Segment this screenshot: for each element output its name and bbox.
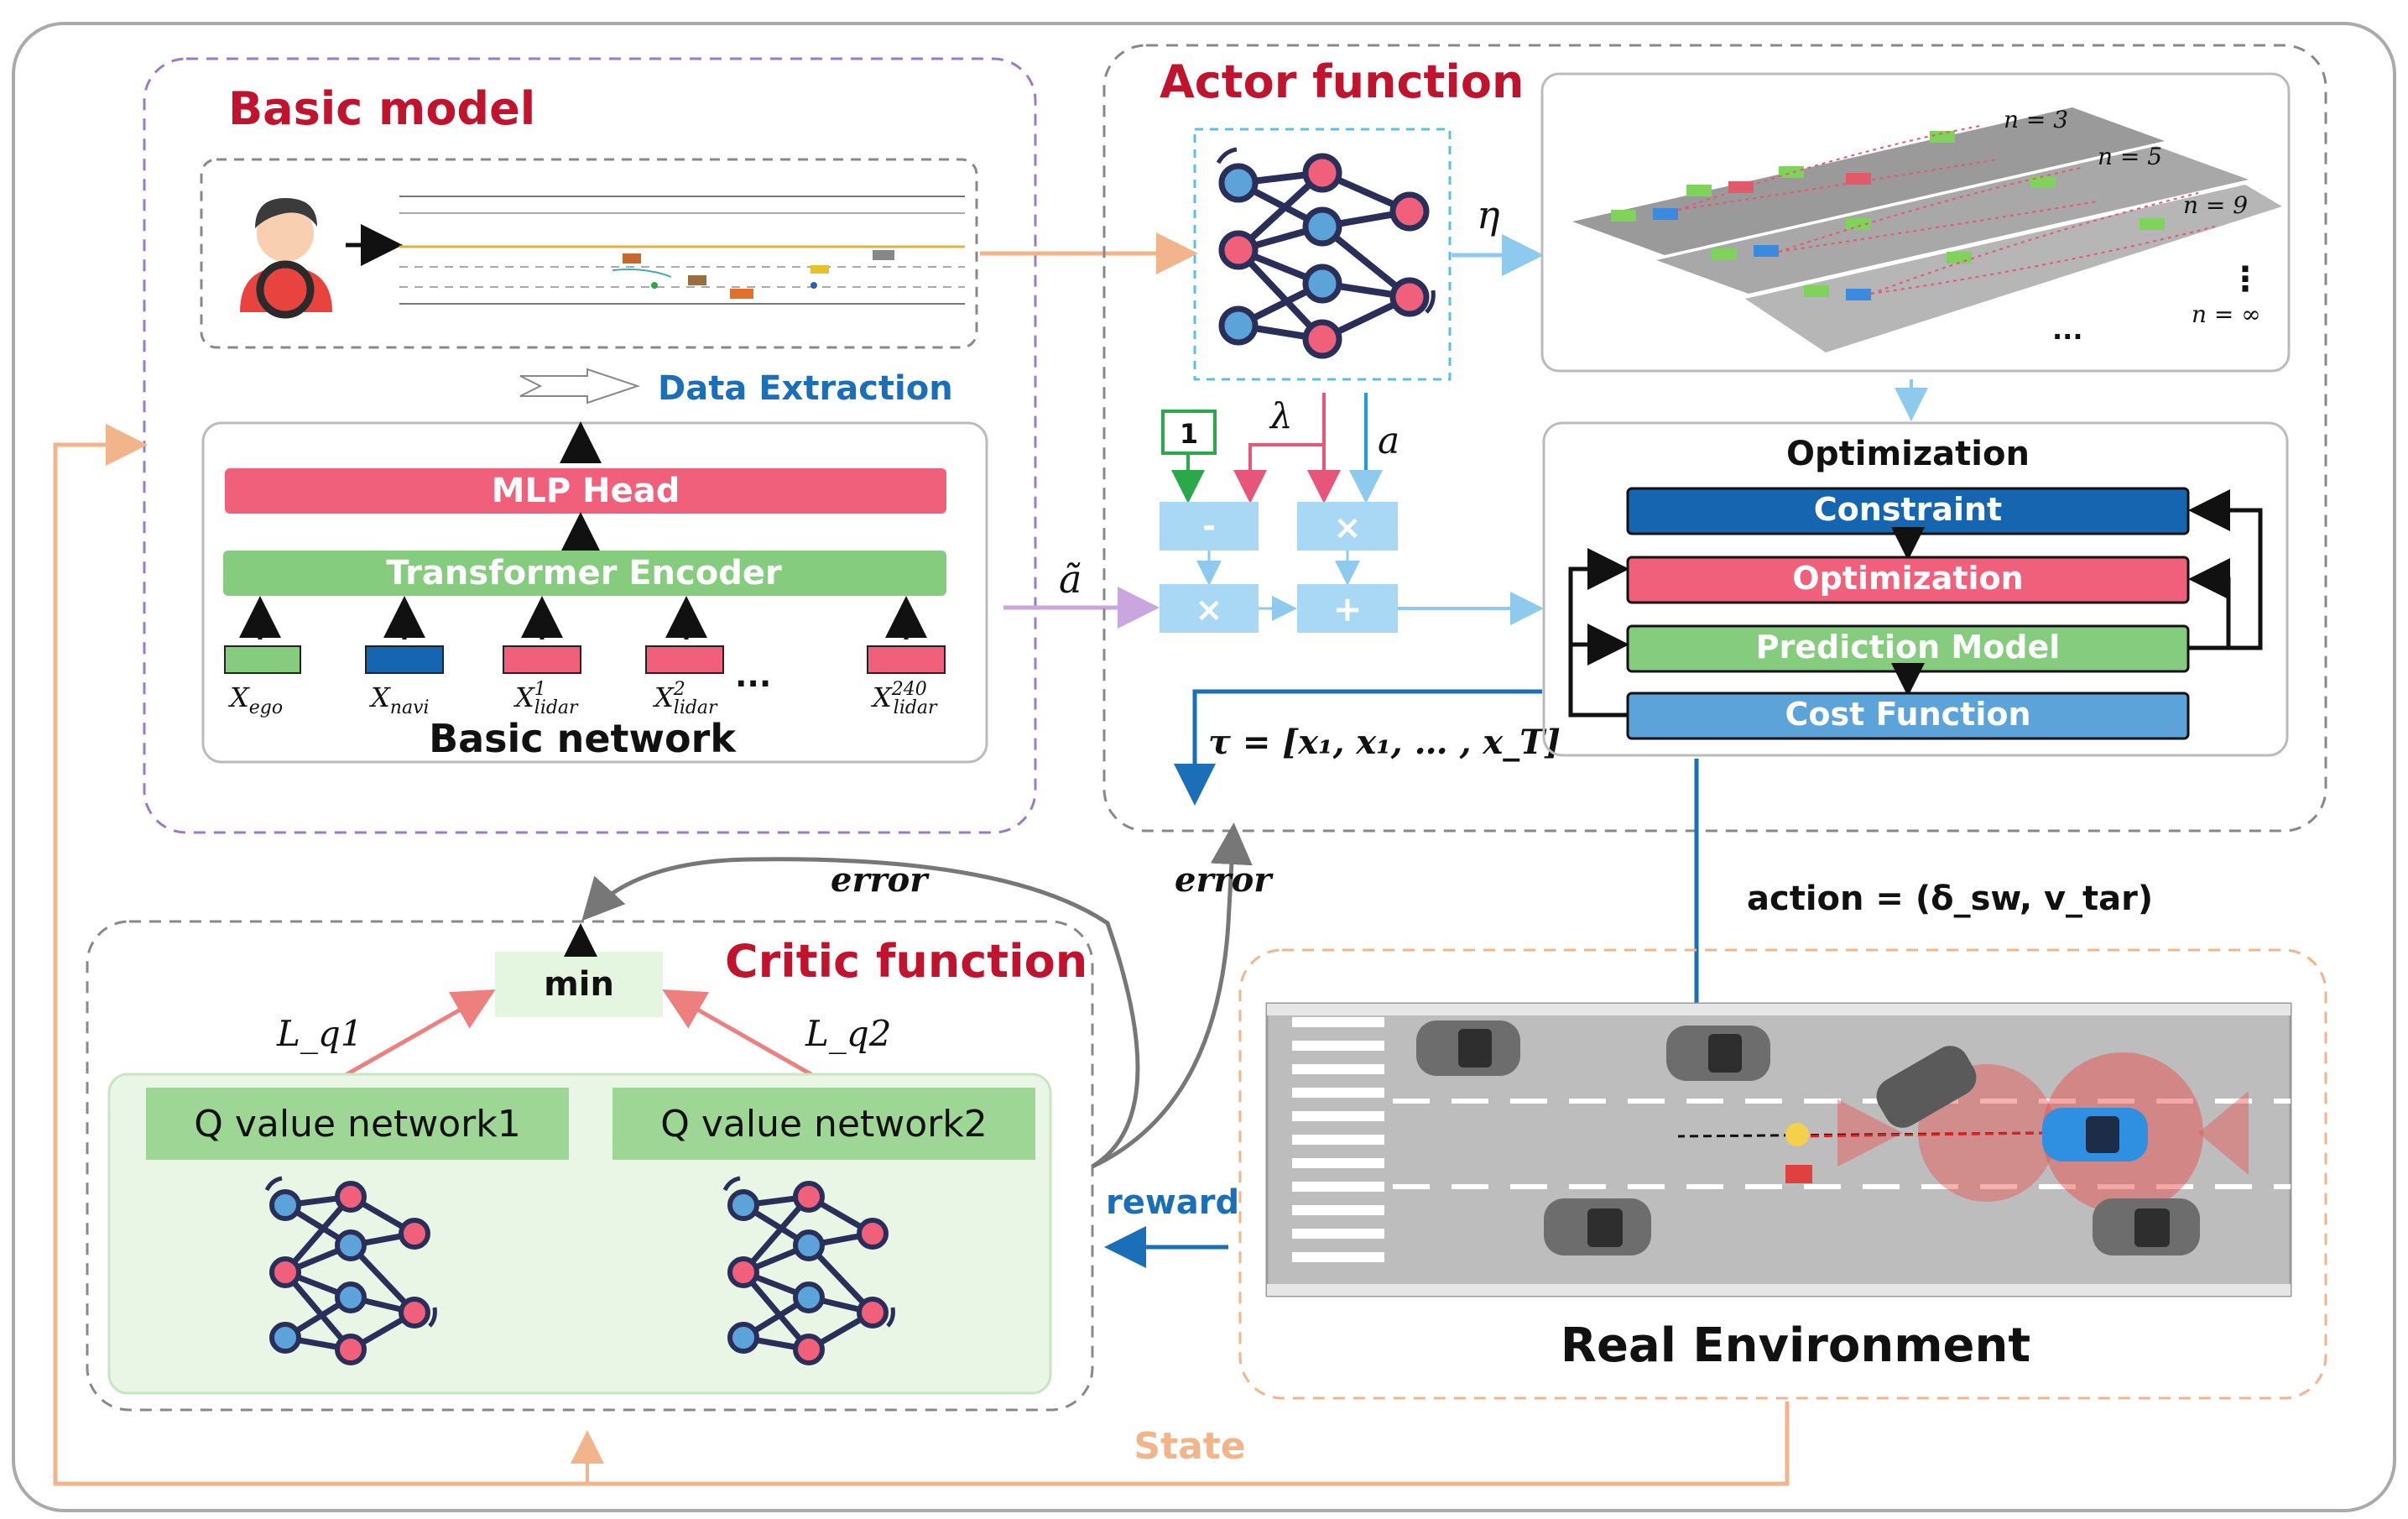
critic-function-title: Critic function	[725, 935, 1087, 988]
outer-frame	[12, 22, 2396, 1512]
q-network2-box	[612, 1088, 1035, 1160]
times-op-top-label: ×	[1333, 509, 1362, 547]
cost-function-label: Cost Function	[1785, 696, 2030, 733]
constraint-label: Constraint	[1814, 491, 2002, 528]
q-network2-label: Q value network2	[660, 1103, 987, 1146]
token-ego	[224, 645, 301, 674]
horizon-n3: n = 3	[2004, 106, 2068, 133]
environment-box	[1238, 948, 2327, 1400]
tau-arrow	[1174, 689, 1542, 806]
actor-network-box	[1193, 128, 1452, 381]
multi-horizon-roads	[1572, 107, 2282, 352]
tau-label: τ = [x₁, x₁, … , x_T]	[1208, 723, 1561, 762]
times-op-bottom	[1160, 584, 1259, 633]
data-extraction-label: Data Extraction	[658, 369, 953, 408]
horizon-n9: n = 9	[2183, 191, 2248, 219]
lq2-arrow	[662, 989, 816, 1078]
token-lidar-1	[503, 645, 581, 674]
minus-op-label: -	[1202, 508, 1216, 545]
optimization-title: Optimization	[1786, 435, 2030, 473]
driving-scene-panel	[200, 158, 978, 349]
basic-model-title: Basic model	[228, 82, 535, 135]
plus-op	[1297, 584, 1398, 633]
horizon-ninf: n = ∞	[2192, 300, 2261, 328]
lq2-label: L_q2	[805, 1013, 892, 1054]
transformer-encoder-bar	[223, 551, 946, 596]
token-lidar-240	[867, 645, 946, 674]
token-ellipsis: ...	[735, 657, 771, 694]
driver-icon	[240, 198, 332, 319]
basic-network-label: Basic network	[429, 716, 737, 761]
lambda-path	[1233, 393, 1326, 504]
state-loop-line	[53, 424, 1790, 1486]
mlp-head-bar	[225, 468, 946, 514]
optimization-panel	[1542, 421, 2289, 757]
horizon-hdots: ...	[2052, 314, 2082, 346]
a-tilde-label: ã	[1059, 556, 1082, 602]
min-label: min	[544, 965, 614, 1004]
q-network2-icon	[722, 1176, 895, 1365]
error-curve-left	[581, 857, 1140, 1169]
min-box	[495, 952, 663, 1017]
horizon-vdots: ⋮	[2228, 260, 2262, 299]
horizon-n5: n = 5	[2098, 143, 2162, 170]
a-label: a	[1378, 420, 1399, 462]
lq1-label: L_q1	[276, 1013, 363, 1054]
error-label-right: error	[1175, 860, 1274, 900]
eta-label: η	[1477, 192, 1500, 238]
opt-loop-arrows	[1568, 489, 2263, 718]
q-network1-box	[146, 1088, 569, 1160]
input-tokens	[224, 596, 946, 674]
horizon-panel	[1540, 72, 2291, 373]
environment-title: Real Environment	[1561, 1318, 2030, 1373]
actor-function-box	[1102, 44, 2327, 833]
lq1-arrow	[342, 989, 496, 1078]
error-label-left: error	[831, 860, 930, 900]
token-label-ego: Xego	[227, 681, 283, 718]
prediction-model-label: Prediction Model	[1756, 629, 2061, 666]
token-lidar-2	[645, 645, 724, 674]
down-hollow-arrow	[519, 368, 641, 405]
road-top-view	[399, 196, 965, 305]
actor-function-title: Actor function	[1160, 55, 1524, 108]
token-navi	[365, 645, 444, 674]
plus-op-label: +	[1332, 588, 1362, 629]
state-label: State	[1134, 1425, 1245, 1468]
environment-cars	[1416, 1020, 2200, 1255]
token-label-navi: Xnavi	[368, 681, 430, 718]
minus-op	[1160, 502, 1259, 551]
times-op-top	[1297, 502, 1398, 551]
reward-label: reward	[1106, 1183, 1239, 1222]
one-label: 1	[1180, 418, 1198, 450]
q-network1-label: Q value network1	[194, 1103, 520, 1146]
mlp-head-label: MLP Head	[492, 472, 680, 510]
action-label: action = (δ_sw, v_tar)	[1747, 880, 2153, 918]
q-network1-icon	[264, 1176, 437, 1365]
optimization-bar-label: Optimization	[1792, 560, 2023, 597]
times-op-bottom-label: ×	[1195, 591, 1223, 629]
error-curve-right	[1091, 822, 1253, 1169]
lambda-label: λ	[1269, 395, 1293, 436]
transformer-encoder-label: Transformer Encoder	[386, 554, 782, 592]
actor-network-nodes	[1218, 153, 1430, 359]
